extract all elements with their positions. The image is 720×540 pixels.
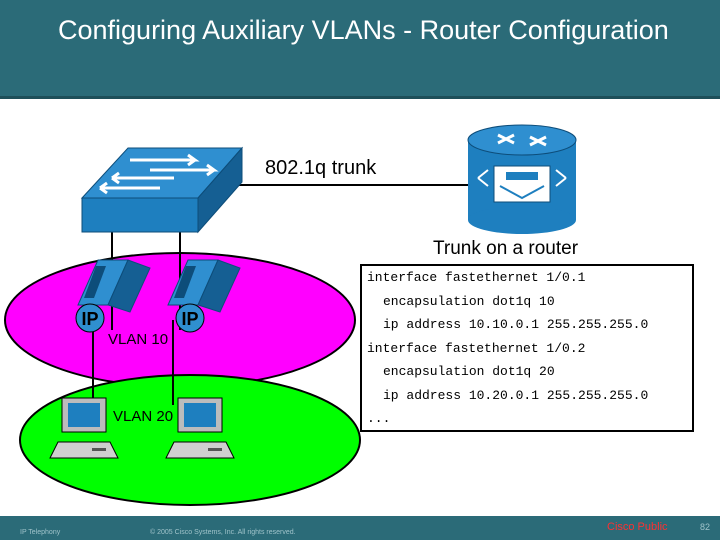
footer-course: IP Telephony (20, 529, 61, 536)
vlan20-zone (19, 374, 361, 506)
footer-copyright: © 2005 Cisco Systems, Inc. All rights re… (150, 529, 296, 536)
config-box (360, 264, 694, 432)
footer-bar (0, 516, 720, 540)
vlan20-label: VLAN 20 (113, 408, 174, 425)
ip-phone-icon (167, 259, 241, 333)
router-icon (467, 124, 577, 234)
slide-title: Configuring Auxiliary VLANs - Router Con… (58, 15, 669, 45)
ip-phone-icon (75, 259, 151, 333)
pc-icon (165, 397, 235, 459)
router-label: Trunk on a router (433, 238, 579, 259)
ip-badge-1: IP (81, 309, 98, 329)
config-line: interface fastethernet 1/0.2 (367, 341, 586, 356)
config-line: interface fastethernet 1/0.1 (367, 270, 586, 285)
pc-icon (49, 397, 119, 459)
page-number: 82 (700, 522, 711, 532)
config-line: ... (367, 411, 391, 426)
trunk-label: 802.1q trunk (265, 157, 377, 179)
config-line: encapsulation dot1q 20 (383, 364, 555, 379)
config-line: ip address 10.10.0.1 255.255.255.0 (383, 317, 649, 332)
ip-badge-2: IP (181, 309, 198, 329)
title-bar-divider (0, 96, 720, 99)
config-line: encapsulation dot1q 10 (383, 294, 555, 309)
footer-classification: Cisco Public (607, 521, 668, 533)
switch-icon (80, 146, 244, 234)
vlan10-label: VLAN 10 (108, 331, 169, 348)
title-bar (0, 0, 720, 96)
config-line: ip address 10.20.0.1 255.255.255.0 (383, 388, 649, 403)
